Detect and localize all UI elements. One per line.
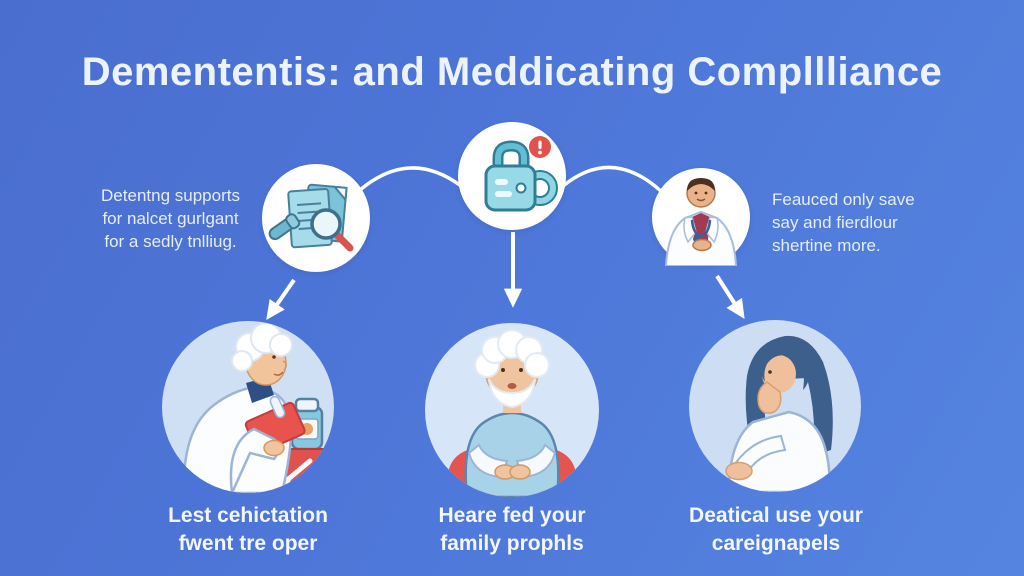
caption-left: Lest cehictation fwent tre oper [143, 502, 353, 558]
document-magnifier-icon [268, 183, 354, 252]
document-review-bubble [262, 164, 370, 272]
caption-center-line-1: Heare fed your [438, 504, 586, 527]
caption-left-line-1: Lest cehictation [168, 504, 328, 527]
curve-right-connector [561, 165, 664, 194]
portrait-elderly-man [425, 323, 599, 497]
note-right-line-3: shertine more. [772, 236, 881, 255]
caption-center-line-2: family prophls [440, 532, 584, 555]
worried-caregiver-illustration [725, 335, 833, 492]
note-right-line-1: Feauced only save [772, 190, 915, 209]
note-right-line-2: say and fierdlour [772, 213, 898, 232]
note-left-line-3: for a sedly tnlliug. [104, 232, 237, 251]
note-right: Feauced only save say and fierdlour sher… [772, 188, 967, 257]
note-left-line-2: for nalcet gurlgant [102, 209, 239, 228]
caption-left-line-2: fwent tre oper [178, 532, 318, 555]
portrait-pharmacist [162, 321, 334, 493]
caption-right-line-1: Deatical use your [689, 504, 863, 527]
doctor-bubble [652, 168, 750, 266]
caption-right-line-2: careignapels [711, 532, 841, 555]
pharmacist-with-clipboard-illustration [182, 322, 329, 493]
note-left-line-1: Detentng supports [101, 186, 240, 205]
curve-left-connector [358, 166, 463, 192]
elderly-man-seated-illustration [447, 329, 577, 497]
doctor-illustration [664, 178, 738, 266]
note-left: Detentng supports for nalcet gurlgant fo… [78, 184, 263, 253]
alert-badge-icon [529, 136, 551, 158]
caption-center: Heare fed your family prophls [407, 502, 617, 558]
arrow-down-left [266, 278, 296, 320]
page-title: Demententis: and Meddicating Complllianc… [81, 50, 943, 94]
portrait-caregiver [689, 320, 861, 492]
caption-right: Deatical use your careignapels [671, 502, 881, 558]
medication-lock-alert-icon [484, 136, 558, 212]
arrow-down-right [715, 274, 745, 320]
medication-lock-bubble [458, 122, 566, 230]
